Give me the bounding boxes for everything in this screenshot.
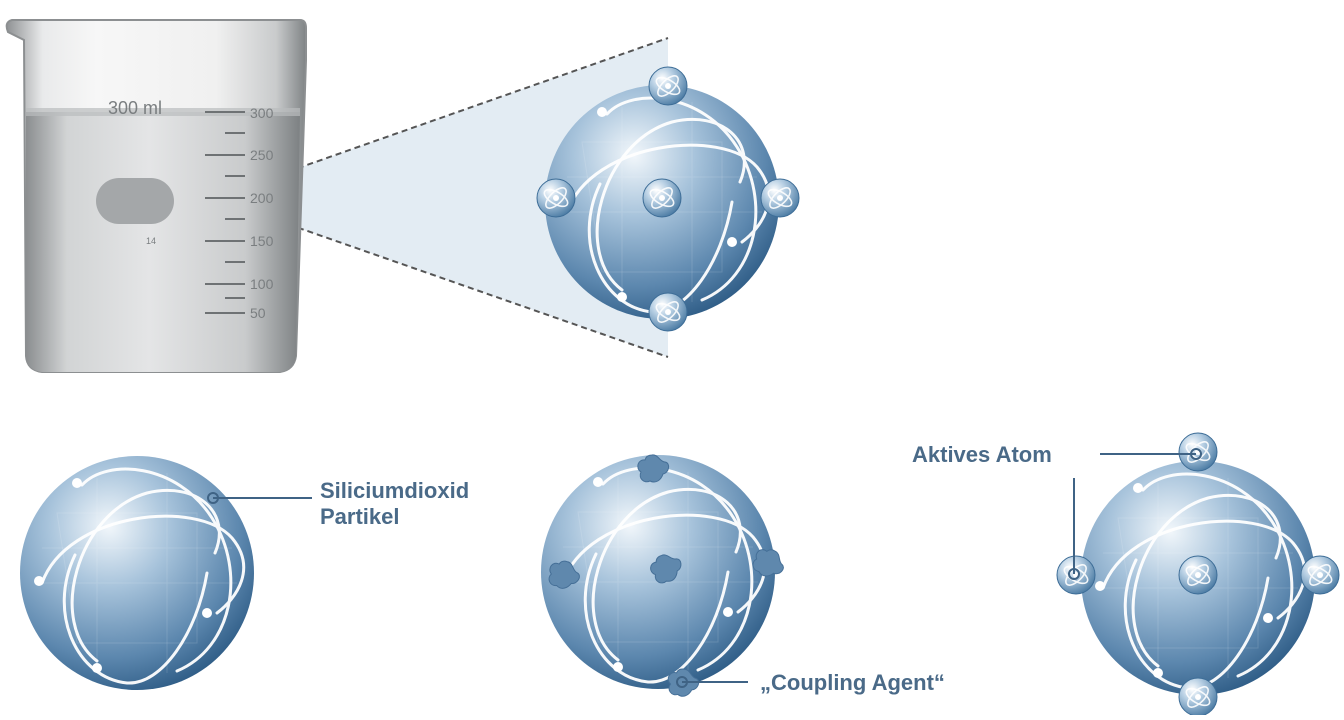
atom-icon: [648, 292, 688, 332]
atom-icon: [1300, 555, 1340, 595]
active-atom-particle: [1056, 432, 1340, 717]
silica-particle: [18, 454, 312, 692]
atom-icon: [1178, 555, 1218, 595]
atom-icon: [648, 66, 688, 106]
silica-particle-label: Siliciumdioxid Partikel: [320, 478, 469, 530]
atom-icon: [760, 178, 800, 218]
silica-label-line1: Siliciumdioxid: [320, 478, 470, 503]
beaker-mark-150: 150: [250, 233, 274, 249]
beaker-mark-100: 100: [250, 276, 274, 292]
beaker-volume-label: 300 ml: [108, 98, 162, 118]
coupling-agent-label: „Coupling Agent“: [760, 670, 945, 695]
atom-icon: [1178, 432, 1218, 472]
atom-icon: [642, 178, 682, 218]
atom-icon: [1178, 677, 1218, 717]
beaker-mark-200: 200: [250, 190, 274, 206]
beaker-small-mark: 14: [146, 236, 156, 246]
atom-icon: [536, 178, 576, 218]
coupling-particle: [539, 453, 790, 700]
beaker-mark-50: 50: [250, 305, 266, 321]
silica-label-line2: Partikel: [320, 504, 400, 529]
beaker-image: 300 ml 300 250 200 150 100 50 14: [5, 19, 307, 373]
atom-icon: [1056, 555, 1096, 595]
active-atom-label: Aktives Atom: [912, 442, 1052, 467]
beaker-mark-250: 250: [250, 147, 274, 163]
beaker-mark-300: 300: [250, 105, 274, 121]
